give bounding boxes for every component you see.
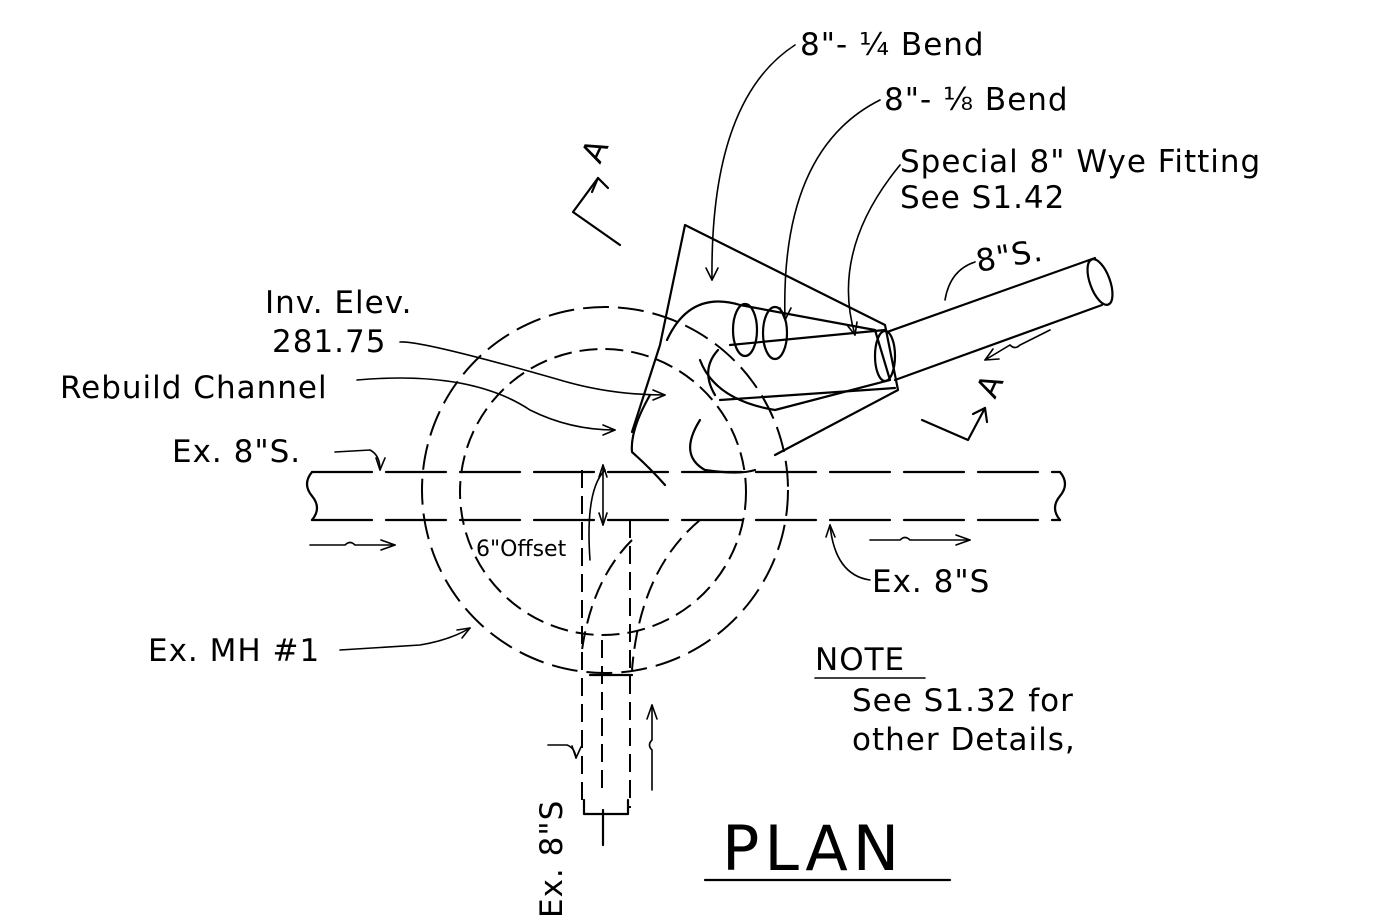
wye-fitting-assembly (630, 223, 900, 457)
label-inv-elev-2: 281.75 (272, 324, 386, 360)
label-ex-8s-bottom: Ex. 8"S (534, 800, 570, 918)
rebuild-channel-curve (630, 393, 667, 487)
note-line-1: See S1.32 for (852, 683, 1074, 719)
label-section-a-top: A (575, 133, 617, 168)
drawing-title: PLAN (722, 812, 904, 885)
label-offset: 6"Offset (476, 537, 567, 562)
label-inv-elev-1: Inv. Elev. (265, 285, 413, 321)
existing-horizontal-pipe (305, 470, 1067, 522)
channel-curve-inner (689, 418, 757, 474)
label-rebuild-channel: Rebuild Channel (60, 370, 328, 406)
label-ex-8s-right: Ex. 8"S (872, 564, 990, 600)
label-section-a-bottom: A (970, 368, 1012, 403)
section-mark-top (571, 176, 622, 247)
new-8s-pipe (885, 256, 1114, 382)
label-ex-8s-left: Ex. 8"S. (172, 434, 301, 470)
manhole-outer-circle (421, 306, 789, 674)
label-eighth-bend: 8"- ⅛ Bend (884, 82, 1069, 118)
note-heading: NOTE (815, 642, 905, 678)
note-line-2: other Details, (852, 722, 1076, 758)
manhole-inner-circle (459, 348, 747, 636)
label-wye-fitting-2: See S1.42 (900, 180, 1065, 216)
label-quarter-bend: 8"- ¼ Bend (800, 27, 985, 63)
leader-lines (334, 44, 976, 759)
existing-vertical-pipe (581, 470, 701, 847)
label-wye-fitting-1: Special 8" Wye Fitting (900, 144, 1261, 180)
section-mark-bottom (920, 406, 989, 442)
label-ex-mh: Ex. MH #1 (148, 633, 320, 669)
label-pipe-8s: 8"S. (973, 233, 1046, 280)
flow-arrows (309, 329, 1051, 791)
